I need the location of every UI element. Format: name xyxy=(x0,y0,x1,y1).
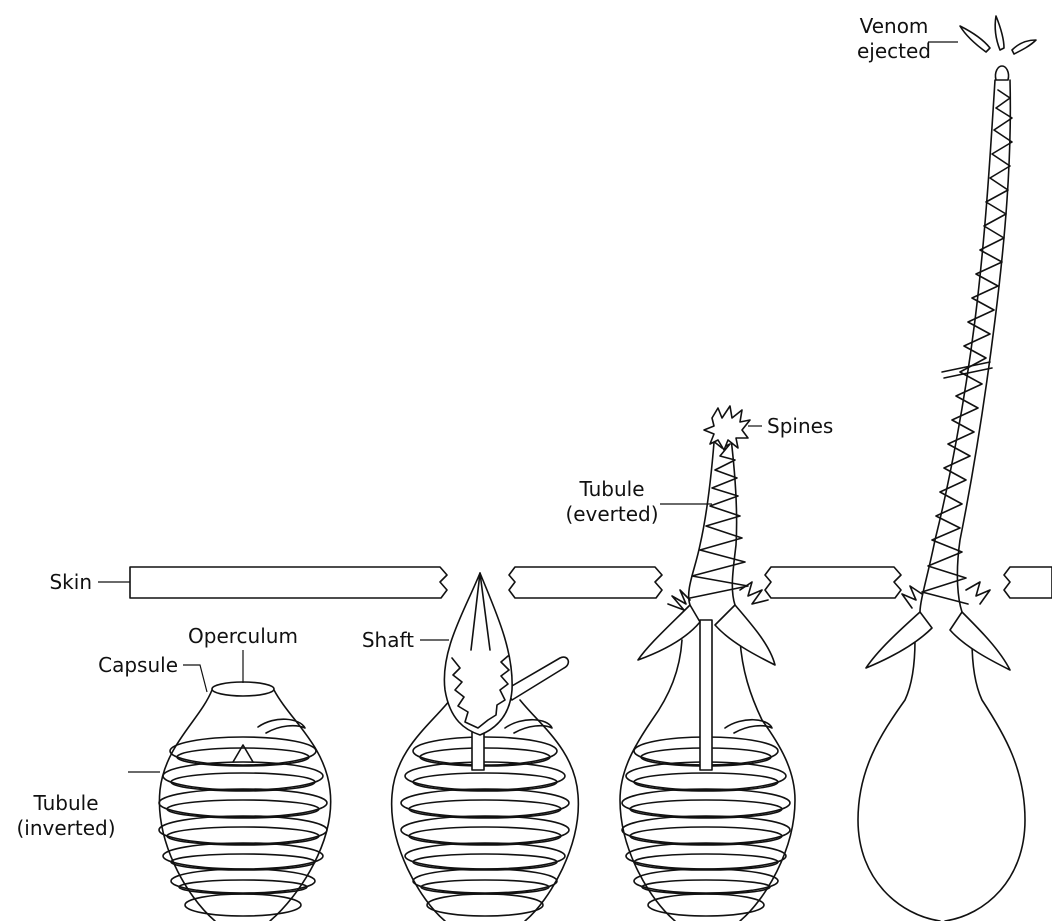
skin-segment-1 xyxy=(130,567,447,598)
label-tubule-everted-line1: Tubule xyxy=(578,477,644,501)
venom-droplet-right xyxy=(1012,40,1036,54)
label-shaft: Shaft xyxy=(362,628,414,652)
shaft-cone xyxy=(444,573,512,735)
tubule-coil-hook-3 xyxy=(725,720,772,733)
spines-tip xyxy=(704,406,750,450)
skin-segment-4 xyxy=(1004,567,1052,598)
tubule-coils-2 xyxy=(401,737,569,916)
everted-stalk xyxy=(700,620,712,770)
long-tubule-spines xyxy=(902,90,1012,608)
venom-droplet-center xyxy=(995,16,1004,50)
leader-lines xyxy=(98,42,958,772)
label-capsule: Capsule xyxy=(98,653,178,677)
capsule-outline-1 xyxy=(159,690,330,921)
skin-segment-3 xyxy=(765,567,901,598)
label-tubule-inverted-line1: Tubule xyxy=(32,791,98,815)
stage-2-shaft-penetration xyxy=(392,573,579,921)
stage-1-resting xyxy=(159,682,331,921)
tubule-coils-1 xyxy=(159,737,327,916)
label-skin: Skin xyxy=(49,570,92,594)
skin-segment-2 xyxy=(509,567,662,598)
operculum-open-flap xyxy=(505,657,568,700)
tubule-tip xyxy=(995,66,1008,80)
label-spines: Spines xyxy=(767,414,833,438)
tubule-coil-hook-2 xyxy=(505,720,552,733)
leader-capsule xyxy=(183,665,207,692)
venom-droplet-left xyxy=(960,26,990,52)
label-venom-line1: Venom xyxy=(860,14,929,38)
empty-petals xyxy=(866,612,1010,670)
stage-4-venom-ejection xyxy=(858,16,1036,921)
stage-3-tubule-eversion xyxy=(620,406,795,921)
label-tubule-inverted-line2: (inverted) xyxy=(16,816,115,840)
capsule-outline-4 xyxy=(858,640,1025,921)
operculum-lid xyxy=(212,682,274,696)
label-operculum: Operculum xyxy=(188,624,298,648)
everted-tubule-outline xyxy=(689,430,737,605)
label-tubule-everted-line2: (everted) xyxy=(565,502,658,526)
label-venom-line2: ejected xyxy=(857,39,931,63)
tubule-coil-hook-1 xyxy=(258,719,305,733)
everted-tubule-spines xyxy=(668,440,768,610)
